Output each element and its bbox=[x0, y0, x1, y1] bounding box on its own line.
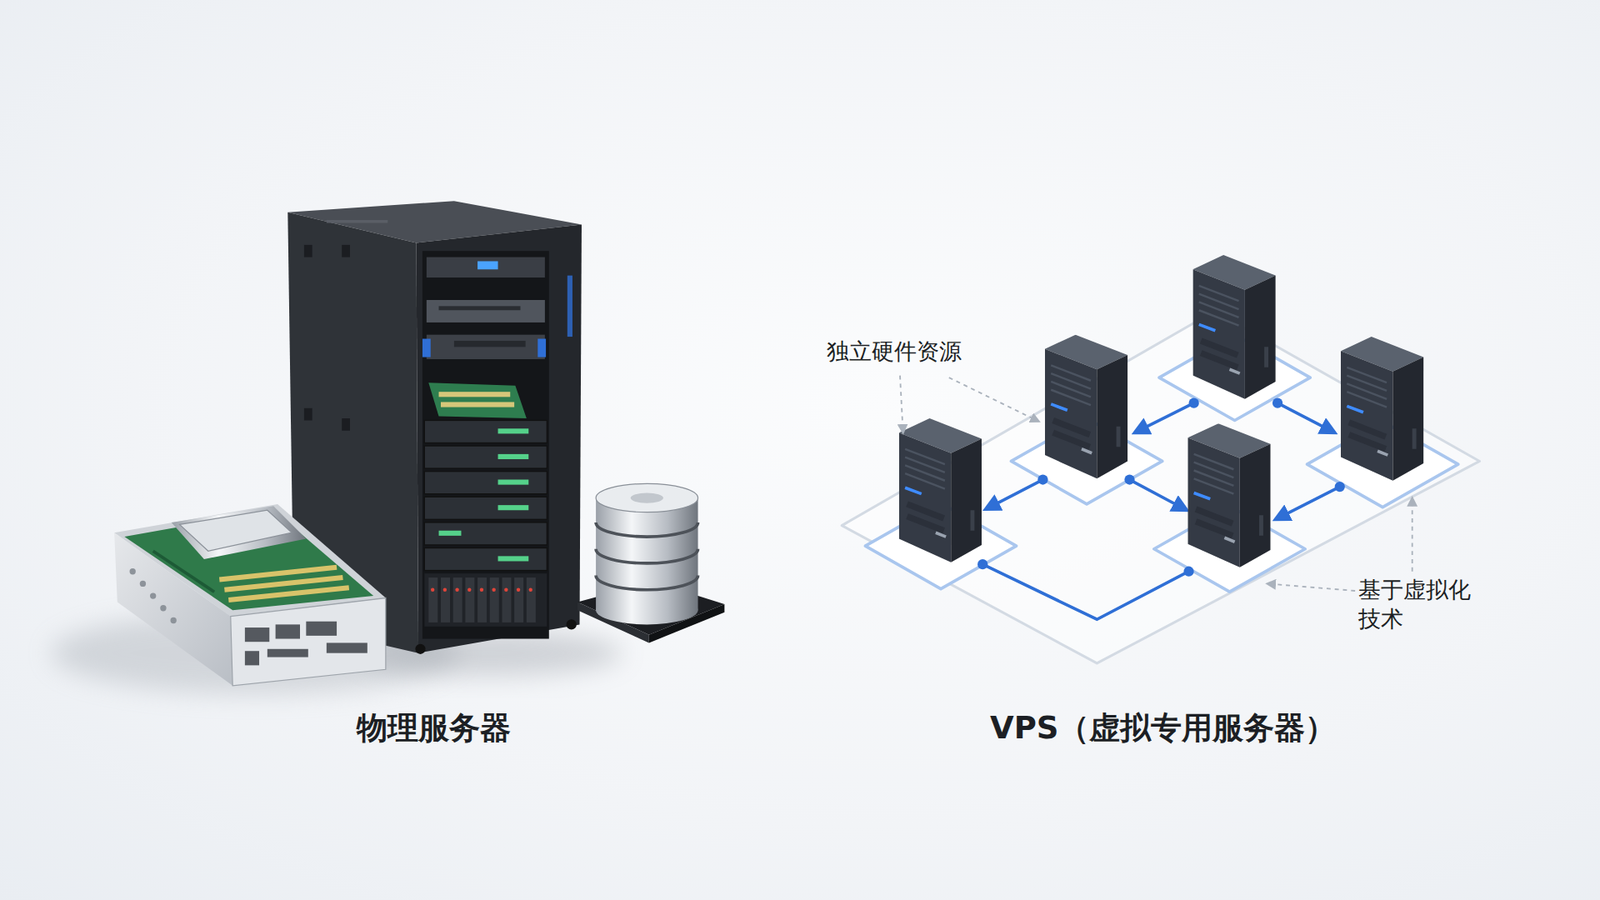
callout-label: 基于虚拟化技术 bbox=[1358, 575, 1475, 634]
caption-label: VPS（虚拟专用服务器） bbox=[990, 708, 1336, 749]
physical-server-illustration bbox=[50, 200, 725, 694]
vps-illustration bbox=[841, 255, 1480, 664]
caption-label: 物理服务器 bbox=[356, 708, 511, 749]
callout-label: 独立硬件资源 bbox=[826, 336, 962, 366]
